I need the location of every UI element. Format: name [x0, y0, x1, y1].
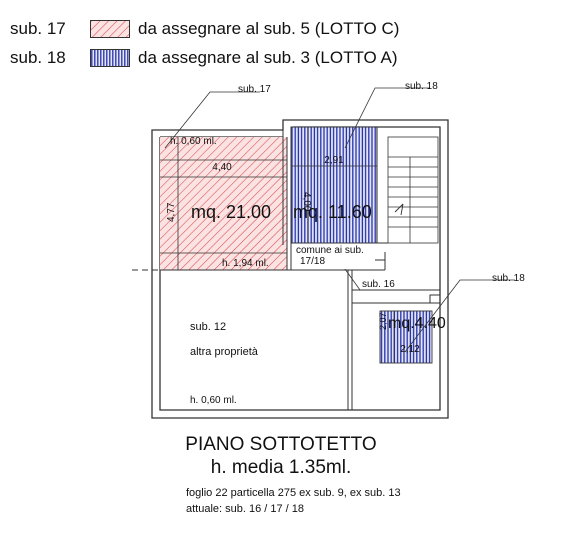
sub12-height: h. 0,60 ml.: [190, 395, 237, 406]
plan-title: PIANO SOTTOTETTO: [185, 434, 377, 455]
callout-sub16: sub. 16: [362, 279, 395, 290]
legend-text: da assegnare al sub. 3 (LOTTO A): [138, 48, 398, 67]
red-room-sub17: [160, 137, 287, 270]
sub12-note: altra proprietà: [190, 346, 259, 358]
legend-sub-label: sub. 17: [10, 19, 66, 38]
red-room-height-top: h. 0,60 ml.: [170, 136, 217, 147]
legend-text: da assegnare al sub. 5 (LOTTO C): [138, 19, 400, 38]
legend-row-sub17: sub. 17 da assegnare al sub. 5 (LOTTO C): [10, 18, 399, 40]
small-blue-depth: 2,07: [378, 312, 388, 330]
legend-sub-label: sub. 18: [10, 48, 66, 67]
blue-hatch-swatch: [90, 49, 130, 67]
red-room-width: 4,40: [212, 162, 232, 173]
callout-sub17: sub. 17: [238, 84, 271, 95]
legend-row-sub18: sub. 18 da assegnare al sub. 3 (LOTTO A): [10, 47, 398, 69]
red-room-height-bottom: h. 1,94 ml.: [222, 258, 269, 269]
small-blue-area-label: mq.4.40: [388, 315, 446, 332]
footer-note-1: foglio 22 particella 275 ex sub. 9, ex s…: [186, 487, 401, 499]
blue-room-width: 2,91: [324, 155, 344, 166]
blue-room-depth: 4,00: [301, 192, 312, 212]
comune-line2: 17/18: [300, 256, 325, 267]
plan-subtitle: h. media 1.35ml.: [210, 457, 352, 478]
staircase: [387, 136, 439, 244]
red-hatch-swatch: [90, 20, 130, 38]
comune-line1: comune ai sub.: [296, 245, 364, 256]
blue-room-sub18: [290, 126, 378, 244]
callout-sub18-right: sub. 18: [492, 273, 525, 284]
footer-note-2: attuale: sub. 16 / 17 / 18: [186, 503, 305, 515]
floor-plan: sub. 17 sub. 18 sub. 18 sub. 16 h. 0,60 …: [132, 81, 525, 419]
blue-room-area-label: mq. 11.60: [293, 202, 372, 222]
red-room-depth: 4,77: [166, 202, 177, 222]
sub12-label: sub. 12: [190, 321, 226, 333]
small-blue-room-sub18: [379, 310, 433, 364]
callout-leaders: [164, 87, 515, 353]
red-room-area-label: mq. 21.00: [191, 202, 271, 222]
callout-sub18-top: sub. 18: [405, 81, 438, 92]
small-blue-width: 2,12: [400, 344, 420, 355]
